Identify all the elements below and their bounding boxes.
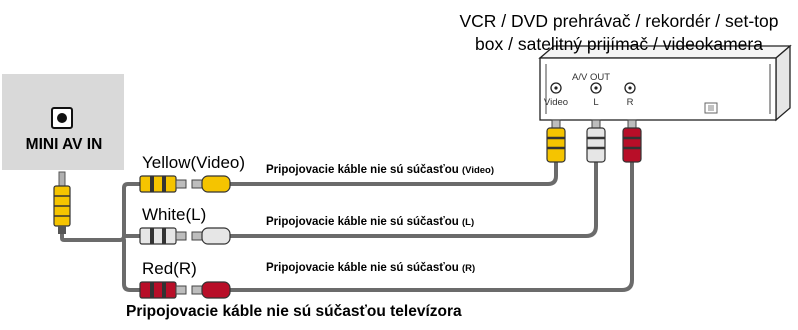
wire-yellow-left xyxy=(122,182,142,190)
mini-av-in-label: MINI AV IN xyxy=(25,136,103,153)
device-title: VCR / DVD prehrávač / rekordér / set-top… xyxy=(440,10,798,56)
cable-note-suffix: (L) xyxy=(461,217,475,228)
cable-note-red: Pripojovacie káble nie sú súčasťou (R) xyxy=(266,262,475,274)
mini-av-plug xyxy=(53,171,71,234)
wire-red-right xyxy=(228,158,634,292)
cable-name-red: Red(R) xyxy=(142,259,197,278)
device-title-line1: VCR / DVD prehrávač / rekordér / set-top xyxy=(459,11,779,31)
av-device xyxy=(538,44,792,122)
mini-av-jack-hole xyxy=(57,113,67,123)
rca-plugs-white xyxy=(139,227,231,245)
rca-plugs-red xyxy=(139,281,231,299)
tv-panel xyxy=(2,74,124,170)
rca-plugs-yellow xyxy=(139,175,231,193)
cable-note-suffix: (Video) xyxy=(461,165,495,176)
wire-red-left xyxy=(122,238,142,292)
cable-name-yellow: Yellow(Video) xyxy=(142,153,246,172)
device-plug-white xyxy=(586,119,606,163)
cable-note-suffix: (R) xyxy=(461,263,476,274)
mini-av-wire xyxy=(60,186,126,242)
wire-yellow-right xyxy=(228,158,558,186)
wire-white-right xyxy=(228,158,598,238)
port-label-l: L xyxy=(593,97,599,108)
device-plug-yellow xyxy=(546,119,566,163)
cable-note-yellow: Pripojovacie káble nie sú súčasťou (Vide… xyxy=(266,164,494,176)
cable-wires xyxy=(60,158,634,292)
av-out-label: A/V OUT xyxy=(572,72,611,83)
port-label-video: Video xyxy=(543,97,569,108)
device-title-line2: box / satelitný prijímač / videokamera xyxy=(475,34,763,54)
cable-note-white: Pripojovacie káble nie sú súčasťou (L) xyxy=(266,216,474,228)
cable-name-white: White(L) xyxy=(142,205,207,224)
port-label-r: R xyxy=(626,97,634,108)
device-plug-red xyxy=(622,119,642,163)
footer-note: Pripojovacie káble nie sú súčasťou telev… xyxy=(126,303,462,320)
cable-note-text: Pripojovacie káble nie sú súčasťou xyxy=(266,262,459,274)
cable-note-text: Pripojovacie káble nie sú súčasťou xyxy=(266,164,459,176)
cable-note-text: Pripojovacie káble nie sú súčasťou xyxy=(266,216,459,228)
